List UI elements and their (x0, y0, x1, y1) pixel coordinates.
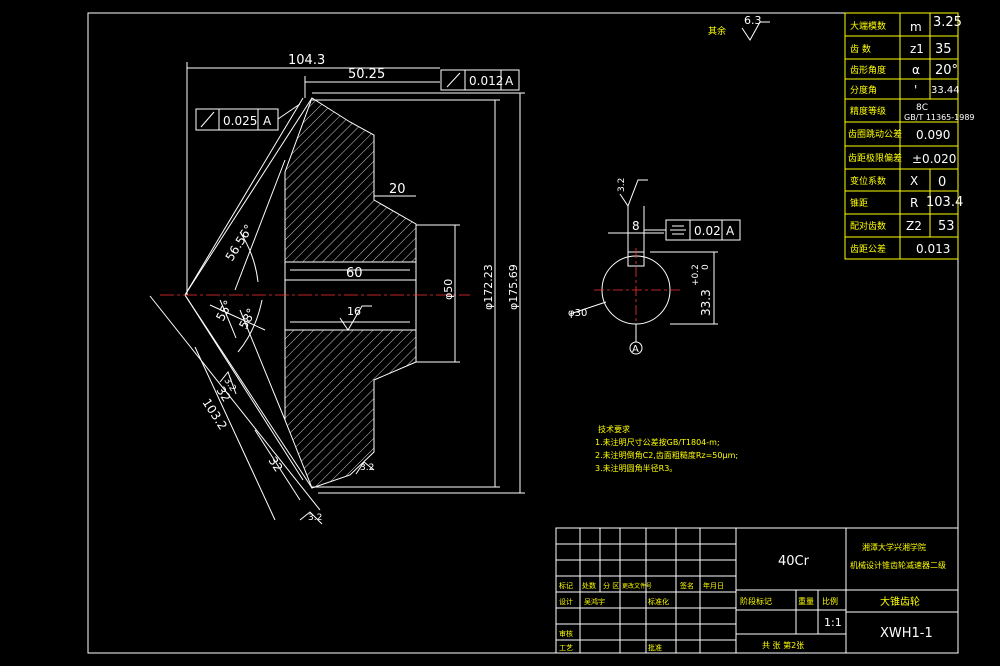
technical-notes: 技术要求 1.未注明尺寸公差按GB/T1804-m; 2.未注明倒角C2,齿面粗… (595, 424, 738, 473)
dim-104-3: 104.3 (288, 53, 325, 68)
key-width: 8 (632, 219, 640, 233)
param-val-9: 53 (938, 219, 955, 234)
param-val-0: 3.25 (933, 15, 962, 30)
notes-line-2: 2.未注明倒角C2,齿面粗糙度Rz=50μm; (595, 450, 738, 460)
param-val-2: 20° (935, 63, 958, 78)
gear-bore (284, 261, 417, 331)
param-sym-7: X (910, 174, 918, 188)
param-name-4: 精度等级 (850, 105, 886, 117)
tb-material: 40Cr (778, 554, 810, 569)
tb-h-weight: 重量 (798, 596, 814, 606)
key-depth: 33.3 (699, 289, 713, 316)
tb-sheet: 共 张 第2张 (762, 640, 804, 650)
tb-h-docno: 更改文件号 (622, 582, 652, 590)
datum-a-left: A (263, 114, 272, 128)
param-name-7: 变位系数 (850, 175, 886, 187)
gear-section-view: 104.3 50.25 0.012 A 0.025 A 20 60 φ50 φ1… (149, 14, 770, 525)
param-name-1: 齿 数 (850, 43, 871, 55)
param-val-7: 0 (938, 175, 946, 190)
rough-other-label: 其余 (708, 25, 726, 37)
tol-0-012: 0.012 (469, 74, 503, 88)
title-block: 40Cr 湘潭大学兴湘学院 机械设计锥齿轮减速器二级 大锥齿轮 XWH1-1 1… (555, 527, 959, 654)
key-tol-up: +0.2 (691, 264, 701, 286)
tb-h-std: 标准化 (648, 597, 669, 606)
param-sym-1: z1 (910, 42, 924, 56)
tb-h-design: 设计 (559, 597, 573, 606)
param-name-0: 大端模数 (850, 20, 886, 32)
tb-h-sign: 签名 (680, 581, 694, 590)
tb-h-date: 年月日 (703, 581, 724, 590)
param-name-10: 齿距公差 (850, 243, 886, 255)
tb-h-process: 工艺 (559, 644, 573, 652)
param-name-9: 配对齿数 (850, 220, 886, 232)
param-sym-4: 8C (916, 103, 928, 113)
tb-h-ratio: 比例 (822, 596, 838, 606)
param-name-6: 齿距极限偏差 (848, 152, 902, 164)
dim-phi50: φ50 (442, 279, 455, 300)
tb-school: 湘潭大学兴湘学院 (862, 542, 926, 552)
tb-h-approve: 批准 (648, 643, 662, 652)
keyway-section-view: 3.2 8 0.02 A 33.3 +0.2 0 φ30 A (568, 178, 741, 355)
ang-55: 55° (213, 298, 235, 323)
tb-scale: 1:1 (824, 616, 842, 629)
param-val-5: 0.090 (916, 128, 950, 142)
param-name-5: 齿圈跳动公差 (848, 128, 902, 140)
datum-a-top: A (505, 74, 514, 88)
key-tol-low: 0 (701, 264, 711, 270)
param-sym-2: α (912, 63, 920, 77)
tb-part-name: 大锥齿轮 (880, 595, 920, 608)
tb-h-review: 审核 (559, 629, 573, 638)
dim-phi172-23: φ172.23 (482, 264, 495, 310)
param-val-10: 0.013 (916, 242, 950, 256)
param-sym-9: Z2 (906, 219, 922, 233)
tb-project: 机械设计锥齿轮减速器二级 (850, 560, 946, 570)
gear-body-hatch-lower (284, 329, 417, 489)
gear-body-hatch (284, 97, 417, 263)
ang-58: 58° (236, 306, 258, 331)
rough-16: 16 (347, 305, 361, 318)
tb-h-mark: 标记 (559, 581, 573, 590)
dim-60: 60 (346, 266, 363, 281)
tb-h-stage: 阶段标记 (740, 596, 772, 606)
param-sym-8: R (910, 196, 918, 210)
param-val-8: 103.4 (926, 195, 963, 210)
param-sym-3: ' (914, 83, 917, 97)
notes-line-1: 1.未注明尺寸公差按GB/T1804-m; (595, 437, 720, 447)
dim-50-25: 50.25 (348, 67, 385, 82)
tb-h-zone: 分 区 (603, 581, 619, 590)
dim-20: 20 (389, 182, 406, 197)
param-val-4: GB/T 11365-1989 (904, 113, 975, 122)
param-sym-0: m (910, 20, 922, 34)
gear-parameter-table: 大端模数 m 3.25 齿 数 z1 35 齿形角度 α 20° 分度角 ' 3… (844, 12, 975, 260)
shaft-dia: φ30 (568, 308, 587, 319)
param-name-3: 分度角 (850, 84, 877, 96)
param-name-2: 齿形角度 (850, 64, 886, 76)
datum-circle-label: A (632, 344, 639, 355)
sym-tol: 0.02 (694, 224, 721, 238)
dim-32-a: 32 (213, 384, 233, 404)
rough-3-2-b: 3.2 (360, 463, 374, 473)
param-val-3: 33.44 (931, 85, 960, 96)
tol-0-025: 0.025 (223, 114, 257, 128)
param-val-1: 35 (935, 42, 952, 57)
rough-other-val: 6.3 (744, 14, 762, 27)
dim-phi175-69: φ175.69 (507, 264, 520, 310)
param-val-6: ±0.020 (912, 152, 956, 166)
drawing-border (87, 12, 959, 654)
notes-title: 技术要求 (598, 424, 630, 434)
tb-h-designer: 吴鸿宇 (584, 597, 605, 606)
rough-3-2-c: 3.2 (308, 513, 322, 523)
param-name-8: 锥距 (850, 197, 868, 209)
sym-datum: A (726, 224, 735, 238)
tb-h-count: 处数 (582, 581, 596, 590)
rough-3-2-d: 3.2 (617, 178, 627, 192)
tb-drawing-no: XWH1-1 (880, 626, 933, 641)
notes-line-3: 3.未注明圆角半径R3。 (595, 463, 677, 473)
dim-32-b: 32 (265, 454, 285, 474)
